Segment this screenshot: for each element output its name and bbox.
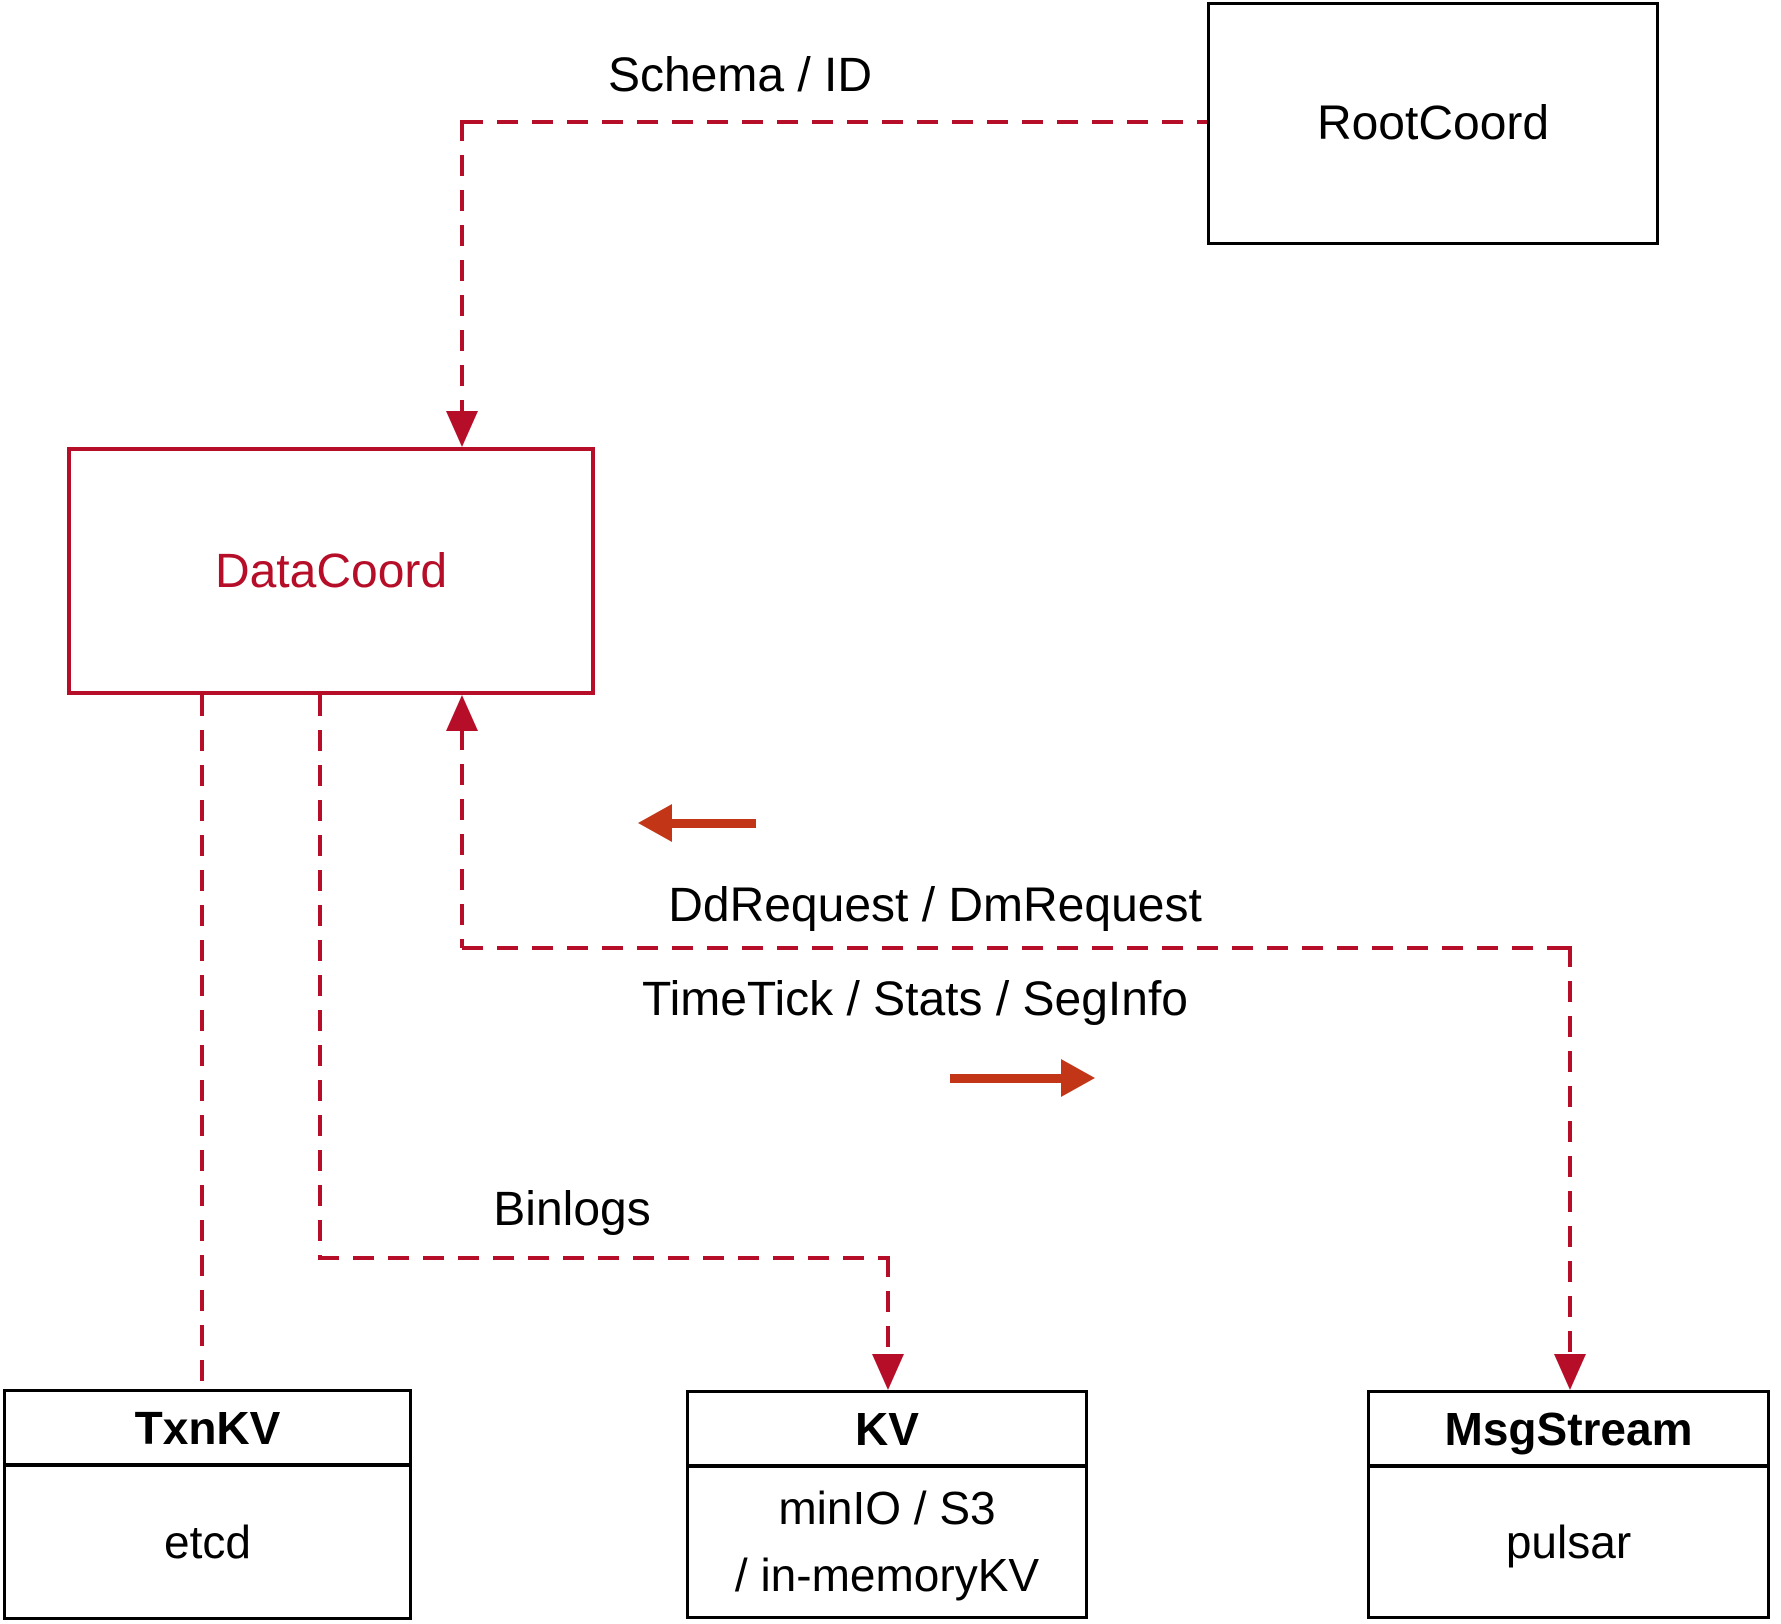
node-txnkv: TxnKV etcd: [3, 1389, 412, 1620]
kv-title: KV: [689, 1393, 1085, 1468]
edge-schema-horizontal: [462, 120, 1207, 124]
txnkv-title: TxnKV: [6, 1392, 409, 1467]
arrowhead-into-datacoord-bottom: [446, 695, 478, 731]
datacoord-label: DataCoord: [214, 544, 448, 598]
right-arrow-head-icon: [1061, 1059, 1095, 1097]
edge-label-timetick: TimeTick / Stats / SegInfo: [642, 973, 1188, 1026]
kv-body-line1: minIO / S3: [778, 1482, 996, 1535]
arrowhead-into-datacoord-top: [446, 411, 478, 447]
left-arrow-shaft: [666, 819, 756, 828]
rootcoord-label: RootCoord: [1316, 97, 1550, 150]
edge-bus-vertical-left: [460, 729, 464, 948]
edge-label-ddrequest: DdRequest / DmRequest: [668, 879, 1202, 932]
node-kv: KV minIO / S3 / in-memoryKV: [686, 1390, 1088, 1619]
kv-body-line2: / in-memoryKV: [734, 1549, 1040, 1601]
node-datacoord: DataCoord: [67, 447, 595, 695]
edge-binlogs-vertical-2: [886, 1256, 890, 1356]
edge-datacoord-txnkv: [200, 695, 204, 1389]
right-flow-arrow: [950, 1058, 1095, 1098]
arrowhead-into-msgstream: [1554, 1354, 1586, 1390]
left-flow-arrow: [638, 803, 756, 843]
arrowhead-into-kv: [872, 1354, 904, 1390]
edge-label-schema-id: Schema / ID: [607, 49, 873, 102]
msgstream-title: MsgStream: [1370, 1393, 1767, 1468]
txnkv-body: etcd: [164, 1515, 251, 1568]
edge-bus-vertical-right: [1568, 946, 1572, 1356]
edge-bus-horizontal: [462, 946, 1570, 950]
msgstream-body: pulsar: [1505, 1515, 1632, 1568]
edge-binlogs-vertical-1: [318, 695, 322, 1258]
right-arrow-shaft: [950, 1074, 1067, 1083]
node-rootcoord: RootCoord: [1207, 2, 1659, 245]
edge-binlogs-horizontal: [318, 1256, 888, 1260]
edge-label-binlogs: Binlogs: [493, 1183, 651, 1236]
node-msgstream: MsgStream pulsar: [1367, 1390, 1770, 1619]
edge-schema-vertical: [460, 120, 464, 412]
